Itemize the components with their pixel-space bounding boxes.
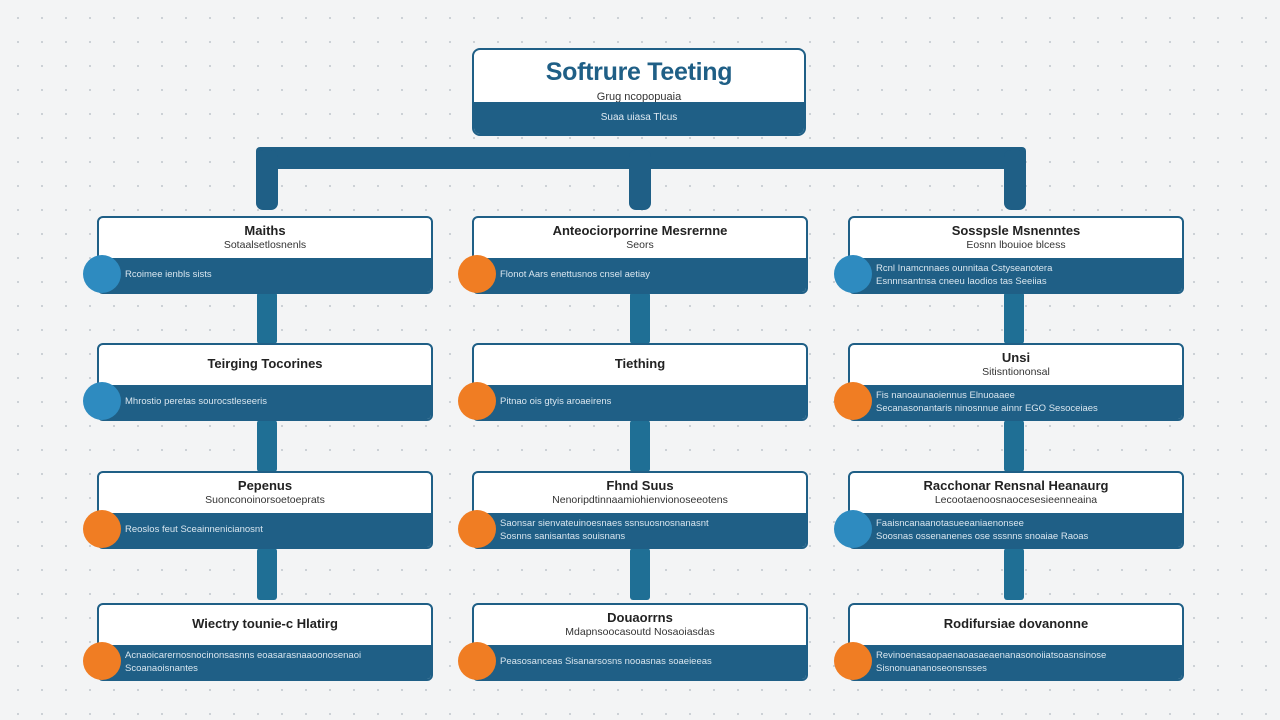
node-band: Peasosanceas Sisanarsosns nooasnas soaei… bbox=[474, 645, 806, 679]
node-band-line: Pitnao ois gtyis aroaeirens bbox=[500, 396, 612, 407]
node-title: Maiths bbox=[244, 223, 286, 238]
root-title: Softrure Teeting bbox=[545, 58, 733, 86]
node-band-line: Revinoenasaopaenaoasaeaenanasonoiiatsoas… bbox=[876, 650, 1107, 661]
root-node: Softrure Teeting Grug ncopopuaia Suaa ui… bbox=[472, 48, 806, 136]
node-card: Racchonar Rensnal Heanaurg Lecootaenoosn… bbox=[834, 471, 1184, 549]
node-card: Maiths Sotaalsetlosnenls Rcoimee ienbls … bbox=[83, 216, 433, 294]
node-marker-dot bbox=[83, 382, 121, 420]
node-title: Wiectry tounie-c Hlatirg bbox=[192, 616, 338, 631]
node-band-line: Rcoimee ienbls sists bbox=[125, 269, 212, 280]
node-band: Pitnao ois gtyis aroaeirens bbox=[474, 385, 806, 419]
node-title: Douaorrns bbox=[607, 610, 673, 625]
node-subtitle: Sitisntiononsal bbox=[982, 366, 1050, 378]
node-marker-dot bbox=[834, 382, 872, 420]
node-marker-dot bbox=[834, 255, 872, 293]
node-title: Racchonar Rensnal Heanaurg bbox=[923, 478, 1109, 493]
node-subtitle: Lecootaenoosnaocesesieenneaina bbox=[934, 494, 1098, 506]
node-subtitle: Seors bbox=[626, 239, 654, 251]
node-band: Saonsar sienvateuinoesnaes ssnsuosnosnan… bbox=[474, 513, 806, 547]
connector-link bbox=[630, 548, 650, 600]
connector-drop-left bbox=[256, 150, 278, 210]
node-band-line: Esnnnsantnsa cneeu laodios tas Seeiias bbox=[876, 276, 1047, 287]
node-card: Fhnd Suus Nenoripdtinnaamiohienvionoseeo… bbox=[458, 471, 808, 549]
node-marker-dot bbox=[834, 510, 872, 548]
node-marker-dot bbox=[458, 255, 496, 293]
node-band: Acnaoicarernosnocinonsasnns eoasarasnaao… bbox=[99, 645, 431, 679]
node-band-line: Scoanaoisnantes bbox=[125, 663, 198, 674]
connector-link bbox=[1004, 420, 1024, 472]
node-band-line: Reoslos feut Sceainnenicianosnt bbox=[125, 524, 263, 535]
node-band-line: Flonot Aars enettusnos cnsel aetiay bbox=[500, 269, 650, 280]
node-marker-dot bbox=[458, 510, 496, 548]
node-band-line: Faaisncanaanotasueeaniaenonsee bbox=[876, 518, 1024, 529]
node-title: Fhnd Suus bbox=[606, 478, 674, 493]
root-band-text: Suaa uiasa Tlcus bbox=[474, 102, 804, 134]
connector-link bbox=[257, 420, 277, 472]
node-title: Sosspsle Msnenntes bbox=[951, 223, 1081, 238]
connector-drop-center bbox=[629, 150, 651, 210]
node-title: Tiething bbox=[614, 356, 666, 371]
connector-link bbox=[630, 420, 650, 472]
node-band-line: Fis nanoaunaoiennus Elnuoaaee bbox=[876, 390, 1015, 401]
node-band-line: Saonsar sienvateuinoesnaes ssnsuosnosnan… bbox=[500, 518, 709, 529]
node-title: Pepenus bbox=[237, 478, 293, 493]
node-card: Unsi Sitisntiononsal Fis nanoaunaoiennus… bbox=[834, 343, 1184, 421]
node-band: Reoslos feut Sceainnenicianosnt bbox=[99, 513, 431, 547]
node-band-line: Peasosanceas Sisanarsosns nooasnas soaei… bbox=[500, 656, 712, 667]
node-band: Rcnl Inamcnnaes ounnitaa Cstyseanotera E… bbox=[850, 258, 1182, 292]
connector-link bbox=[630, 292, 650, 344]
node-band-line: Soosnas ossenanenes ose sssnns snoaiae R… bbox=[876, 531, 1089, 542]
connector-drop-right bbox=[1004, 150, 1026, 210]
node-band-line: Sosnns sanisantas souisnans bbox=[500, 531, 626, 542]
node-card: Teirging Tocorines Mhrostio peretas sour… bbox=[83, 343, 433, 421]
node-band: Fis nanoaunaoiennus Elnuoaaee Secanasona… bbox=[850, 385, 1182, 419]
node-band-line: Mhrostio peretas sourocstleseeris bbox=[125, 396, 268, 407]
node-subtitle: Suonconoinorsoetoeprats bbox=[205, 494, 325, 506]
node-title: Unsi bbox=[1001, 350, 1031, 365]
node-marker-dot bbox=[834, 642, 872, 680]
node-band: Revinoenasaopaenaoasaeaenanasonoiiatsoas… bbox=[850, 645, 1182, 679]
node-subtitle: Sotaalsetlosnenls bbox=[223, 239, 307, 251]
node-band: Flonot Aars enettusnos cnsel aetiay bbox=[474, 258, 806, 292]
node-marker-dot bbox=[83, 510, 121, 548]
node-subtitle: Nenoripdtinnaamiohienvionoseeotens bbox=[552, 494, 728, 506]
node-title: Rodifursiae dovanonne bbox=[943, 616, 1089, 631]
node-band-line: Sisnonuananoseonsnsses bbox=[876, 663, 987, 674]
node-band-line: Secanasonantaris ninosnnue ainnr EGO Ses… bbox=[876, 403, 1098, 414]
connector-link bbox=[1004, 292, 1024, 344]
node-card: Douaorrns Mdapnsoocasoutd Nosaoiasdas Pe… bbox=[458, 603, 808, 681]
node-marker-dot bbox=[458, 382, 496, 420]
node-card: Rodifursiae dovanonne Revinoenasaopaenao… bbox=[834, 603, 1184, 681]
node-card: Anteociorporrine Mesrernne Seors Flonot … bbox=[458, 216, 808, 294]
connector-link bbox=[257, 548, 277, 600]
node-marker-dot bbox=[83, 642, 121, 680]
node-card: Wiectry tounie-c Hlatirg Acnaoicarernosn… bbox=[83, 603, 433, 681]
node-band: Faaisncanaanotasueeaniaenonsee Soosnas o… bbox=[850, 513, 1182, 547]
node-marker-dot bbox=[83, 255, 121, 293]
connector-link bbox=[257, 292, 277, 344]
node-subtitle: Mdapnsoocasoutd Nosaoiasdas bbox=[565, 626, 715, 638]
node-band: Rcoimee ienbls sists bbox=[99, 258, 431, 292]
node-band-line: Acnaoicarernosnocinonsasnns eoasarasnaao… bbox=[125, 650, 362, 661]
node-card: Pepenus Suonconoinorsoetoeprats Reoslos … bbox=[83, 471, 433, 549]
node-title: Anteociorporrine Mesrernne bbox=[552, 223, 728, 238]
node-band-line: Rcnl Inamcnnaes ounnitaa Cstyseanotera bbox=[876, 263, 1053, 274]
connector-link bbox=[1004, 548, 1024, 600]
node-marker-dot bbox=[458, 642, 496, 680]
root-subtitle: Grug ncopopuaia bbox=[596, 91, 682, 103]
node-card: Sosspsle Msnenntes Eosnn lbouioe blcess … bbox=[834, 216, 1184, 294]
node-title: Teirging Tocorines bbox=[207, 356, 323, 371]
node-band: Mhrostio peretas sourocstleseeris bbox=[99, 385, 431, 419]
node-card: Tiething Pitnao ois gtyis aroaeirens bbox=[458, 343, 808, 421]
node-subtitle: Eosnn lbouioe blcess bbox=[966, 239, 1066, 251]
